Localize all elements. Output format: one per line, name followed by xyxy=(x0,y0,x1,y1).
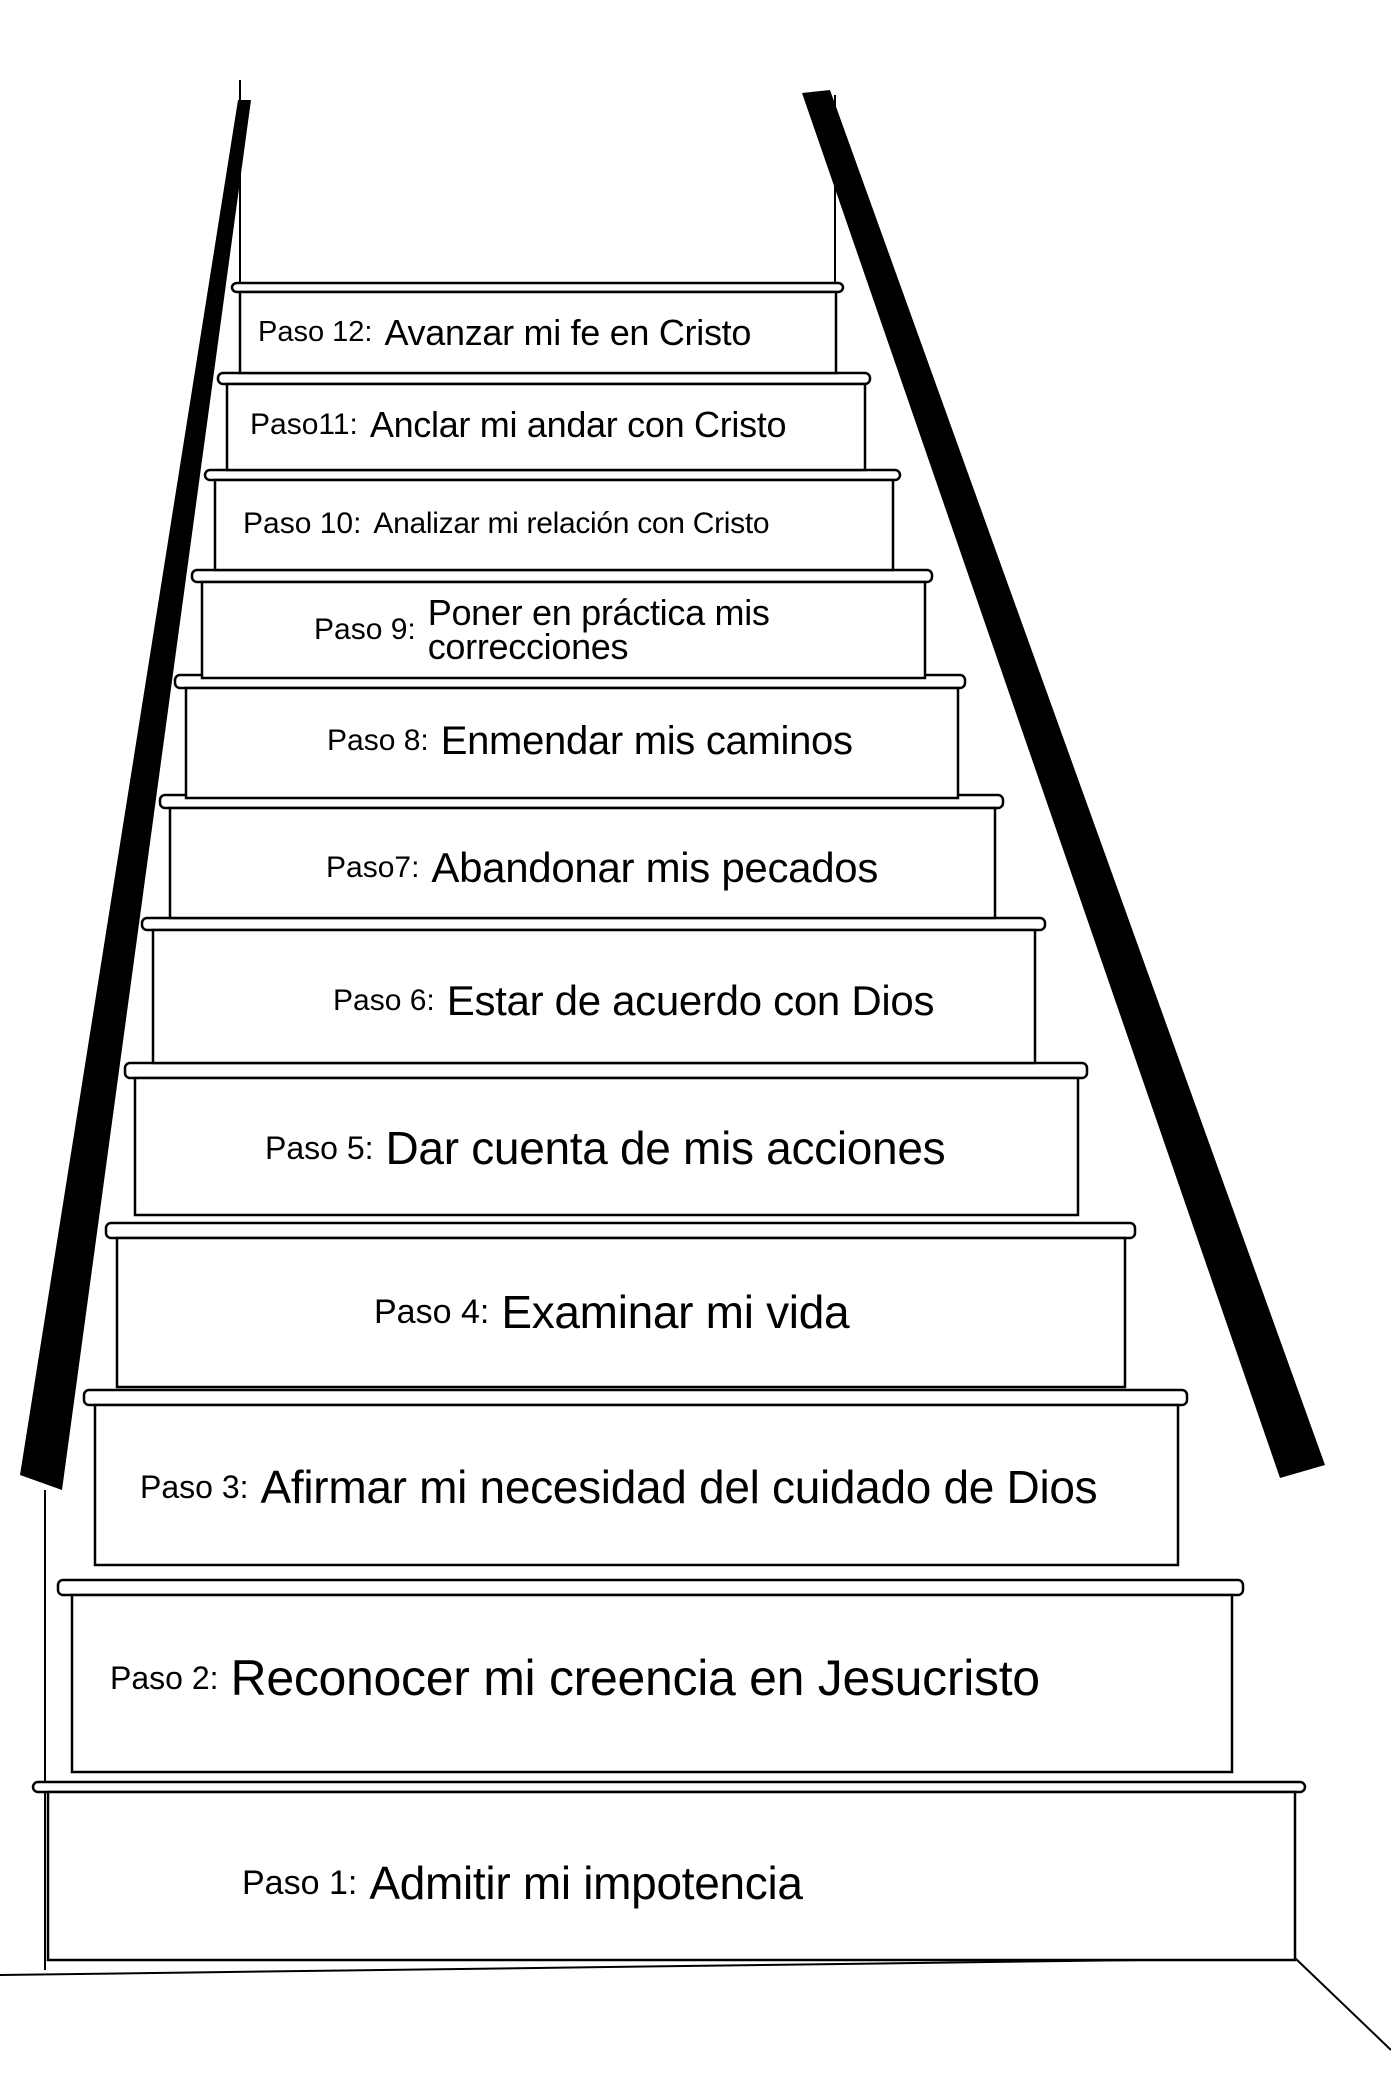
step-text: Dar cuenta de mis acciones xyxy=(386,1125,946,1171)
step-tread xyxy=(232,283,843,292)
step-number: Paso7: xyxy=(326,853,419,883)
step-label: Paso 12: Avanzar mi fe en Cristo xyxy=(258,311,751,354)
step-label: Paso 2: Reconocer mi creencia en Jesucris… xyxy=(110,1648,1040,1708)
step-text: Admitir mi impotencia xyxy=(369,1860,802,1906)
step-label: Paso 9:Poner en práctica mis correccione… xyxy=(314,608,770,651)
step-label: Paso 8: Enmendar mis caminos xyxy=(327,717,853,765)
step-number: Paso 9: xyxy=(314,615,416,645)
step-tread xyxy=(142,918,1045,930)
step-tread xyxy=(106,1223,1135,1238)
step-text: Anclar mi andar con Cristo xyxy=(370,407,786,443)
step-number: Paso 2: xyxy=(110,1662,219,1694)
step-number: Paso 1: xyxy=(242,1866,357,1900)
step-text: Avanzar mi fe en Cristo xyxy=(384,315,751,351)
step-tread xyxy=(205,470,900,480)
step-tread xyxy=(84,1390,1187,1405)
step-text: Abandonar mis pecados xyxy=(431,847,878,889)
step-text: Estar de acuerdo con Dios xyxy=(447,980,934,1022)
step-tread xyxy=(218,373,870,384)
floor-corner-line xyxy=(1295,1958,1391,2050)
step-label: Paso 3: Afirmar mi necesidad del cuidado … xyxy=(140,1459,1097,1514)
step-number: Paso 10: xyxy=(243,509,361,539)
step-number: Paso 6: xyxy=(333,986,435,1016)
step-number: Paso 4: xyxy=(374,1295,489,1329)
step-number: Paso 3: xyxy=(140,1471,249,1503)
step-text: Analizar mi relación con Cristo xyxy=(373,509,769,539)
step-label: Paso 10: Analizar mi relación con Cristo xyxy=(243,506,769,542)
step-text: Afirmar mi necesidad del cuidado de Dios xyxy=(261,1464,1098,1510)
step-label: Paso 1: Admitir mi impotencia xyxy=(242,1855,803,1910)
step-tread xyxy=(33,1782,1305,1792)
step-number: Paso 12: xyxy=(258,318,372,347)
step-text: Poner en práctica mis correcciones xyxy=(428,596,770,664)
step-label: Paso 6: Estar de acuerdo con Dios xyxy=(333,976,934,1026)
step-tread xyxy=(58,1580,1243,1595)
step-text: Examinar mi vida xyxy=(501,1289,849,1335)
step-tread xyxy=(192,570,932,582)
step-number: Paso 5: xyxy=(265,1132,374,1164)
step-label: Paso11: Anclar mi andar con Cristo xyxy=(250,403,786,446)
step-label: Paso 4: Examinar mi vida xyxy=(374,1284,849,1339)
step-text: Enmendar mis caminos xyxy=(441,721,853,761)
step-label: Paso 5: Dar cuenta de mis acciones xyxy=(265,1120,945,1175)
step-label: Paso7: Abandonar mis pecados xyxy=(326,843,878,893)
step-text: Reconocer mi creencia en Jesucristo xyxy=(231,1653,1040,1703)
step-tread xyxy=(125,1063,1087,1078)
step-number: Paso11: xyxy=(250,410,358,440)
step-number: Paso 8: xyxy=(327,726,429,756)
